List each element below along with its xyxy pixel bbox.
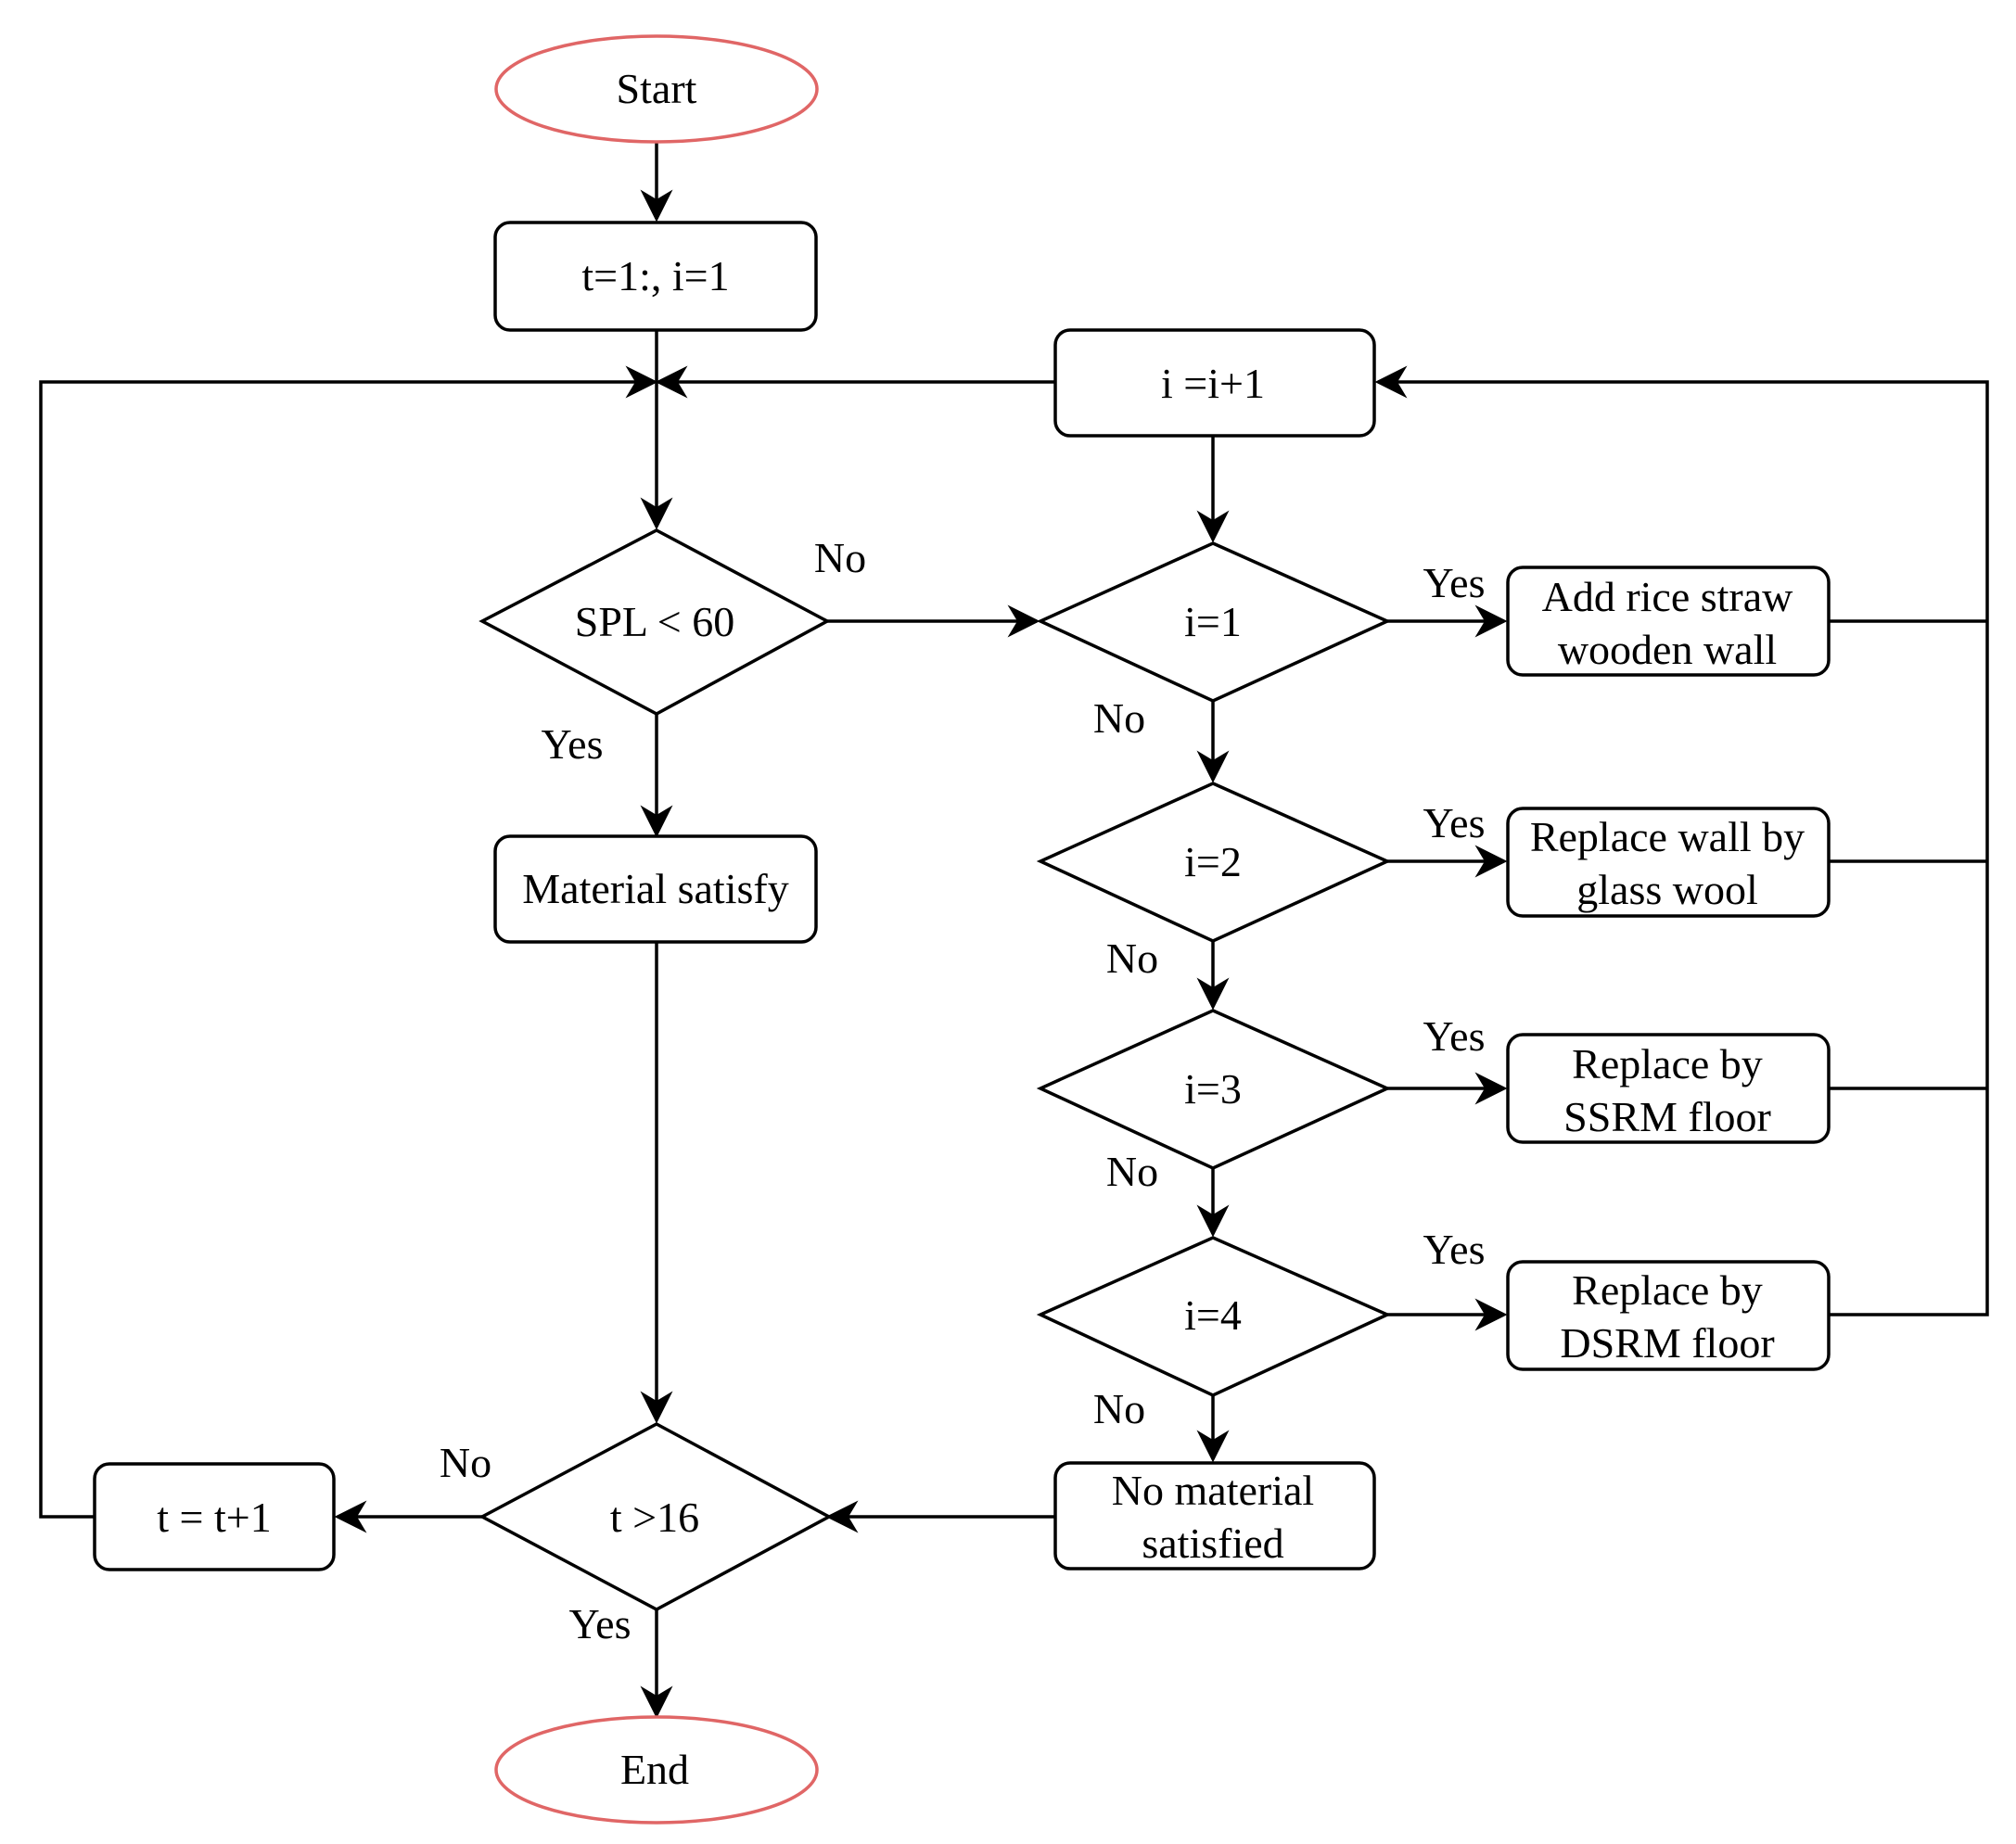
spl-decision: SPL < 60 [478,528,831,716]
action3-label-line1: Replace by [1572,1040,1763,1087]
no-material-label-line2: satisfied [1142,1520,1283,1567]
edge-loop-t-merge [39,365,658,1519]
start-label: Start [617,65,697,112]
material-satisfy-label: Material satisfy [522,865,788,912]
connectors [39,142,1989,1719]
i2-yes-label: Yes [1423,799,1486,846]
action3-label-line2: SSRM floor [1563,1093,1771,1140]
i1-decision-label: i=1 [1184,598,1242,645]
edge-labels: No Yes Yes No Yes No Yes No Yes No No Ye… [440,534,1486,1647]
action3-node: Replace by SSRM floor [1506,1033,1831,1144]
t-yes-label: Yes [569,1600,632,1647]
end-label: End [620,1746,689,1793]
i4-decision: i=4 [1036,1236,1392,1397]
increment-i-node: i =i+1 [1053,328,1376,438]
i3-decision: i=3 [1036,1009,1392,1170]
action4-node: Replace by DSRM floor [1506,1260,1831,1371]
increment-i-label: i =i+1 [1161,360,1265,407]
spl-decision-label: SPL < 60 [575,598,735,645]
no-material-label-line1: No material [1112,1467,1314,1514]
start-node: Start [494,34,819,144]
action2-node: Replace wall by glass wool [1506,807,1831,918]
action2-label-line1: Replace wall by [1530,813,1805,860]
t-decision-label: t >16 [610,1494,699,1541]
i4-decision-label: i=4 [1184,1291,1242,1339]
increment-t-node: t = t+1 [93,1462,336,1571]
i4-yes-label: Yes [1423,1226,1486,1273]
no-material-node: No material satisfied [1053,1461,1376,1571]
i1-decision: i=1 [1036,541,1392,703]
edge-action4-bus [1374,365,1989,1316]
init-node: t=1:, i=1 [493,221,818,332]
i3-no-label: No [1106,1148,1158,1195]
spl-no-label: No [814,534,866,581]
i1-yes-label: Yes [1423,559,1486,606]
i3-decision-label: i=3 [1184,1065,1242,1113]
i1-no-label: No [1093,694,1145,742]
action4-label-line2: DSRM floor [1560,1319,1774,1367]
i4-no-label: No [1093,1385,1145,1432]
action1-node: Add rice straw wooden wall [1506,566,1831,677]
action2-label-line2: glass wool [1576,866,1758,913]
i2-decision: i=2 [1036,782,1392,943]
material-satisfy-node: Material satisfy [493,834,818,944]
i2-decision-label: i=2 [1184,838,1242,885]
end-node: End [494,1715,819,1825]
i2-no-label: No [1106,935,1158,982]
init-label: t=1:, i=1 [581,252,729,299]
action4-label-line1: Replace by [1572,1266,1763,1314]
t-no-label: No [440,1439,491,1486]
increment-t-label: t = t+1 [157,1494,271,1541]
action1-label-line2: wooden wall [1558,626,1777,673]
action1-label-line1: Add rice straw [1542,573,1794,620]
i3-yes-label: Yes [1423,1012,1486,1060]
spl-yes-label: Yes [542,720,604,768]
t-decision: t >16 [478,1422,833,1611]
